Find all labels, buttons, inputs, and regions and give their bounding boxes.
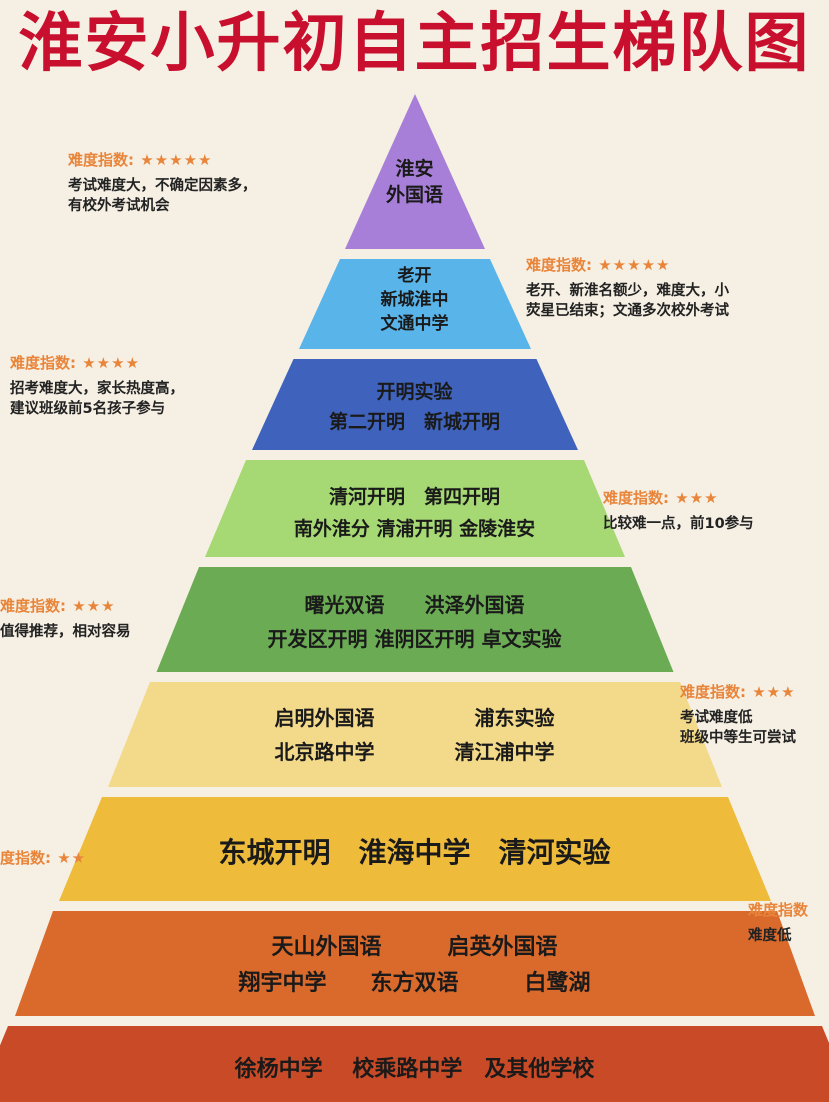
difficulty-label: 难度指数: <box>68 151 134 169</box>
difficulty-stars-icon: ★★★★★ <box>134 151 213 169</box>
difficulty-description: 难度低 <box>748 926 808 946</box>
difficulty-header: 难度指数: ★★★ <box>0 596 131 616</box>
difficulty-label: 难度指数: <box>0 597 66 615</box>
tier-8-schools: 天山外国语 启英外国语翔宇中学 东方双语 白鹭湖 <box>0 930 829 1002</box>
tier-6-line-2: 北京路中学 清江浦中学 <box>274 739 555 764</box>
difficulty-stars-icon: ★★ <box>51 849 87 867</box>
difficulty-header: 难度指数 <box>748 900 808 920</box>
tier-7-schools: 东城开明 淮海中学 清河实验 <box>0 833 829 873</box>
tier-3-line-1: 开明实验 <box>376 380 453 403</box>
tier-8-line-2: 翔宇中学 东方双语 白鹭湖 <box>238 970 591 996</box>
tier-2-schools: 老开新城淮中文通中学 <box>0 264 829 336</box>
tier-2-line-2: 新城淮中 <box>380 290 449 310</box>
description-line-2: 荧星已结束；文通多次校外考试 <box>526 303 729 319</box>
difficulty-header: 难度指数: ★★★★★ <box>68 150 257 170</box>
tier-3-schools: 开明实验第二开明 新城开明 <box>0 377 829 437</box>
difficulty-stars-icon: ★★★★ <box>76 354 141 372</box>
difficulty-label: 难度指数: <box>10 354 76 372</box>
difficulty-stars-icon: ★★★★★ <box>592 256 671 274</box>
tier-8-line-1: 天山外国语 启英外国语 <box>271 934 558 960</box>
tier-2-line-3: 文通中学 <box>380 314 449 334</box>
description-line-1: 考试难度大，不确定因素多， <box>68 178 257 194</box>
description-line-2: 建议班级前5名孩子参与 <box>10 401 166 417</box>
tier-5-line-1: 曙光双语 洪泽外国语 <box>304 592 525 617</box>
tier-1-line-2: 外国语 <box>385 183 443 206</box>
tier-1-schools: 淮安外国语 <box>0 156 829 208</box>
pyramid-tier-3 <box>252 359 578 450</box>
difficulty-header: 难度指数: ★★★★ <box>10 353 184 373</box>
tier-5-schools: 曙光双语 洪泽外国语开发区开明 淮阴区开明 卓文实验 <box>0 588 829 656</box>
description-line-1: 招考难度大，家长热度高， <box>10 381 184 397</box>
tier-1-line-1: 淮安 <box>395 157 434 180</box>
difficulty-label: 难度指数: <box>680 683 746 701</box>
difficulty-stars-icon: ★★★ <box>669 489 719 507</box>
tier-9-line-1: 徐杨中学 校乘路中学 及其他学校 <box>234 1057 595 1082</box>
tier-4-line-1: 清河开明 第四开明 <box>328 485 500 508</box>
difficulty-note-1: 难度指数: ★★★★★ 考试难度大，不确定因素多， 有校外考试机会 <box>68 150 257 216</box>
pyramid-tier-1 <box>345 94 485 249</box>
description-line-1: 难度低 <box>748 928 792 944</box>
pyramid-tier-7 <box>59 797 771 901</box>
description-line-2: 有校外考试机会 <box>68 198 170 214</box>
page-title: 淮安小升初自主招生梯队图 <box>18 7 811 81</box>
difficulty-note-2: 难度指数: ★★★★★ 老开、新淮名额少，难度大，小荧星已结束；文通多次校外考试 <box>526 255 729 321</box>
pyramid-tier-5 <box>156 567 674 672</box>
tier-6-line-1: 启明外国语 浦东实验 <box>274 705 555 730</box>
difficulty-description: 值得推荐，相对容易 <box>0 622 131 642</box>
tier-3-line-2: 第二开明 新城开明 <box>328 410 500 433</box>
pyramid-tier-8 <box>15 911 815 1016</box>
difficulty-header: 难度指数: ★★★ <box>603 488 754 508</box>
description-line-1: 老开、新淮名额少，难度大，小 <box>526 283 729 299</box>
description-line-1: 考试难度低 <box>680 710 753 726</box>
pyramid-tier-4 <box>205 460 625 557</box>
tier-4-schools: 清河开明 第四开明南外淮分 清浦开明 金陵淮安 <box>0 481 829 545</box>
difficulty-header: 难度指数: ★★★★★ <box>526 255 729 275</box>
difficulty-description: 比较难一点，前10参与 <box>603 514 754 534</box>
difficulty-note-8: 难度指数难度低 <box>748 900 808 946</box>
difficulty-label: 难度指数: <box>526 256 592 274</box>
pyramid-tier-9 <box>0 1026 829 1102</box>
difficulty-note-4: 难度指数: ★★★ 比较难一点，前10参与 <box>603 488 754 534</box>
pyramid-tier-6 <box>108 682 722 787</box>
pyramid-tier-2 <box>299 259 531 349</box>
difficulty-header: 难度指数: ★★★ <box>680 682 796 702</box>
tier-2-line-1: 老开 <box>397 266 432 286</box>
tier-9-schools: 徐杨中学 校乘路中学 及其他学校 <box>0 1052 829 1088</box>
difficulty-stars-icon: ★★★ <box>746 683 796 701</box>
tier-6-schools: 启明外国语 浦东实验北京路中学 清江浦中学 <box>0 701 829 769</box>
description-line-2: 班级中等生可尝试 <box>680 730 796 746</box>
difficulty-description: 考试难度大，不确定因素多， 有校外考试机会 <box>68 176 257 216</box>
difficulty-stars-icon: ★★★ <box>66 597 116 615</box>
difficulty-label: 难度指数 <box>748 901 809 919</box>
difficulty-label: 难度指数: <box>603 489 669 507</box>
difficulty-note-3: 难度指数: ★★★★ 招考难度大，家长热度高， 建议班级前5名孩子参与 <box>10 353 184 419</box>
difficulty-label: 度指数: <box>0 849 51 867</box>
difficulty-description: 老开、新淮名额少，难度大，小荧星已结束；文通多次校外考试 <box>526 281 729 321</box>
description-line-1: 比较难一点，前10参与 <box>603 516 754 532</box>
difficulty-note-6: 难度指数: ★★★ 考试难度低班级中等生可尝试 <box>680 682 796 748</box>
tier-4-line-2: 南外淮分 清浦开明 金陵淮安 <box>293 517 536 540</box>
difficulty-description: 招考难度大，家长热度高， 建议班级前5名孩子参与 <box>10 379 184 419</box>
difficulty-header: 度指数: ★★ <box>0 848 86 868</box>
difficulty-note-7: 度指数: ★★ <box>0 848 86 868</box>
tier-5-line-2: 开发区开明 淮阴区开明 卓文实验 <box>267 626 562 651</box>
description-line-1: 值得推荐，相对容易 <box>0 624 131 640</box>
difficulty-note-5: 难度指数: ★★★ 值得推荐，相对容易 <box>0 596 131 642</box>
difficulty-description: 考试难度低班级中等生可尝试 <box>680 708 796 748</box>
tier-7-line-1: 东城开明 淮海中学 清河实验 <box>218 836 611 869</box>
